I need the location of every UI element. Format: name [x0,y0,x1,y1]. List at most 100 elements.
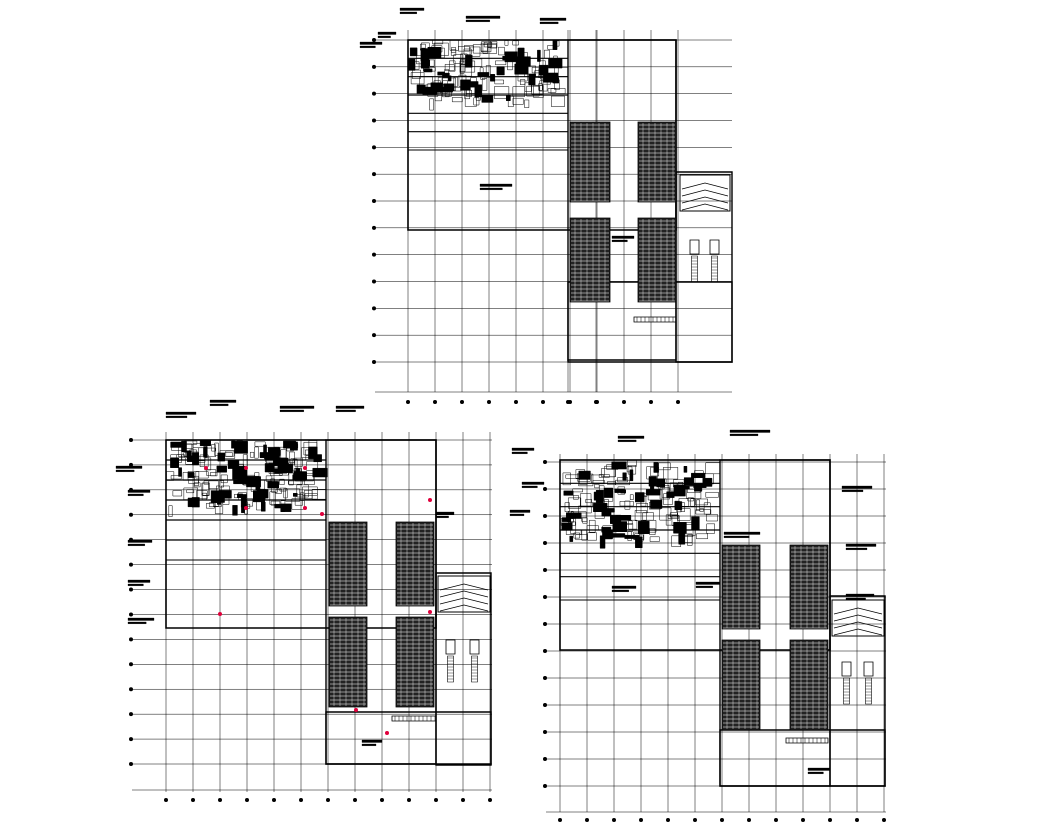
equipment-symbol [204,481,209,484]
equipment-symbol [540,74,544,79]
grid-bubble-row [129,562,133,567]
equipment-symbol [583,518,588,523]
equipment-symbol [172,442,187,450]
equipment-symbol [627,467,632,472]
ramp-chevron [440,584,488,590]
annotation-label [280,410,304,412]
equipment-symbol [540,81,547,91]
equipment-symbol [171,455,185,458]
annotation-label [210,400,236,403]
equipment-symbol [529,74,536,85]
equipment-symbol [286,489,300,502]
ramp-chevron [682,197,728,203]
equipment-symbol [677,509,690,521]
equipment-symbol [306,462,317,471]
equipment-symbol [181,441,186,452]
machine-symbol [842,662,851,676]
annotation-label [166,412,196,415]
equipment-symbol [256,484,260,490]
equipment-symbol [691,473,705,478]
annotation-label [540,18,566,21]
ramp-chevron [834,608,882,614]
annotation-label [128,494,143,496]
grid-bubble-row [372,145,376,150]
equipment-symbol [196,472,208,478]
building-annex-outline [676,172,732,362]
grid-bubble-column [514,400,518,404]
annotation-label [116,466,142,469]
machine-symbol [470,640,479,654]
equipment-symbol [293,475,302,480]
grid-bubble-column [218,798,222,802]
grid-bubble-column [622,400,626,404]
grid-bubble-column [245,798,249,802]
equipment-symbol [233,505,238,515]
equipment-symbol [635,493,644,502]
grid-bubble-column [380,798,384,802]
equipment-symbol [288,481,302,484]
grid-bubble-column [585,818,589,822]
plan-bottom-left [116,400,492,802]
equipment-symbol [587,526,598,531]
annotation-label [436,512,454,515]
grid-bubble-column [612,818,616,822]
equipment-symbol [182,449,193,460]
equipment-symbol [215,443,219,456]
equipment-symbol [187,454,196,458]
grid-bubble-row [543,676,547,680]
ramp-chevron [440,598,488,604]
equipment-symbol [620,501,633,506]
equipment-symbol [706,492,719,497]
equipment-symbol [184,488,198,500]
equipment-symbol [623,473,627,481]
equipment-symbol [639,535,643,541]
equipment-symbol [513,98,523,104]
grid-bubble-row [372,279,376,284]
annotation-label [116,470,134,472]
equipment-symbol [483,45,497,54]
equipment-symbol [684,478,694,486]
shelving-block [722,640,760,730]
grid-bubble-row [129,512,133,517]
equipment-symbol [305,493,317,499]
equipment-symbol [513,41,519,45]
annotation-label [466,16,500,19]
equipment-symbol [707,524,715,533]
equipment-symbol [681,503,685,512]
equipment-symbol [634,532,644,540]
equipment-symbol [527,86,540,96]
equipment-symbol [607,481,615,484]
equipment-symbol [470,47,480,56]
conveyor [634,317,676,322]
machine-track [692,256,698,282]
red-marker [303,506,307,510]
grid-bubble-column [676,400,680,404]
grid-bubble-column [191,798,195,802]
equipment-symbol [454,77,458,86]
equipment-symbol [237,441,242,452]
shelving-block [396,617,434,707]
grid-bubble-row [372,252,376,257]
red-marker [244,506,248,510]
equipment-symbol [599,474,609,477]
equipment-symbol [295,478,305,481]
grid-bubble-row [543,730,547,734]
annotation-label [362,744,376,746]
plan-bottom-right [510,430,886,822]
annotation-label [466,20,490,22]
grid-bubble-row [129,612,133,617]
annotation-label [808,768,830,771]
equipment-symbol [548,58,562,68]
annotation-label [512,448,534,451]
equipment-symbol [438,72,445,75]
annotation-label [128,490,150,493]
annotation-label [618,436,644,439]
equipment-symbol [498,47,504,55]
equipment-symbol [410,48,417,56]
equipment-symbol [451,49,456,55]
grid-bubble-row [129,637,133,642]
plan-top [360,8,732,404]
red-marker [354,708,358,712]
equipment-symbol [434,81,441,92]
